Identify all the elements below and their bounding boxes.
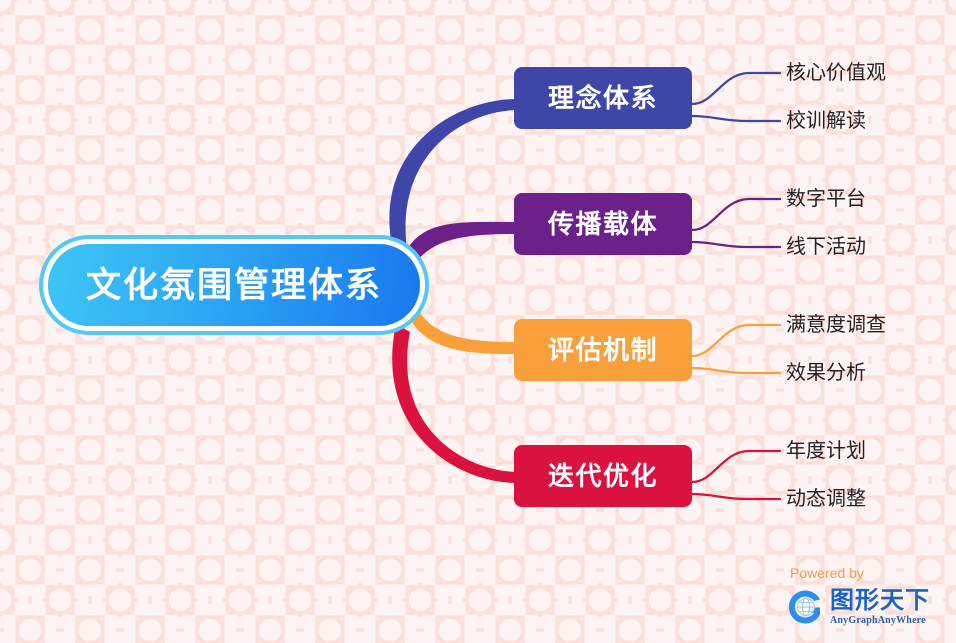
leaf-edge-3-2 <box>690 366 782 375</box>
leaf-edge-2-1 <box>690 197 782 232</box>
leaf-edge-4-1 <box>690 449 782 484</box>
main-edge-4 <box>392 324 516 483</box>
brand-name-en: AnyGraphAnyWhere <box>830 614 926 626</box>
powered-by-label: Powered by <box>790 565 864 581</box>
leaf-edge-2-2 <box>690 240 782 249</box>
branch-node-2-label: 传播载体 <box>547 209 658 239</box>
leaf-edge-1-1 <box>690 71 782 106</box>
branch-node-1[interactable]: 理念体系 <box>514 67 692 129</box>
leaf-node-4-1[interactable]: 年度计划 <box>786 440 866 462</box>
leaf-node-4-2[interactable]: 动态调整 <box>786 488 866 510</box>
central-node-label: 文化氛围管理体系 <box>85 265 382 305</box>
branch-node-2[interactable]: 传播载体 <box>514 193 692 255</box>
watermark: Powered by 图形天下 AnyGraphAnyWhere <box>786 566 950 636</box>
globe-g-logo-icon <box>788 590 820 624</box>
leaf-node-3-2[interactable]: 效果分析 <box>786 362 866 384</box>
leaf-edge-3-1 <box>690 323 782 358</box>
leaf-node-1-1[interactable]: 核心价值观 <box>786 62 886 84</box>
branch-node-3-label: 评估机制 <box>547 335 658 365</box>
leaf-edges <box>690 71 782 501</box>
central-node[interactable]: 文化氛围管理体系 <box>48 244 420 326</box>
branch-node-4-label: 迭代优化 <box>547 461 658 491</box>
branch-node-1-label: 理念体系 <box>547 83 658 113</box>
main-edge-2 <box>404 221 516 268</box>
main-edge-1 <box>389 99 516 256</box>
brand-name-cn: 图形天下 <box>830 586 930 614</box>
leaf-node-3-1[interactable]: 满意度调查 <box>786 314 886 336</box>
branch-node-4[interactable]: 迭代优化 <box>514 445 692 507</box>
branch-node-3[interactable]: 评估机制 <box>514 319 692 381</box>
leaf-edge-4-2 <box>690 492 782 501</box>
leaf-node-2-1[interactable]: 数字平台 <box>786 188 866 210</box>
brand-row: 图形天下 AnyGraphAnyWhere <box>786 587 950 627</box>
brand-text: 图形天下 AnyGraphAnyWhere <box>830 586 930 626</box>
leaf-node-1-2[interactable]: 校训解读 <box>786 110 866 132</box>
leaf-node-2-2[interactable]: 线下活动 <box>786 236 866 258</box>
main-edge-3 <box>408 306 516 354</box>
main-branch-edges <box>389 99 516 483</box>
leaf-edge-1-2 <box>690 114 782 123</box>
